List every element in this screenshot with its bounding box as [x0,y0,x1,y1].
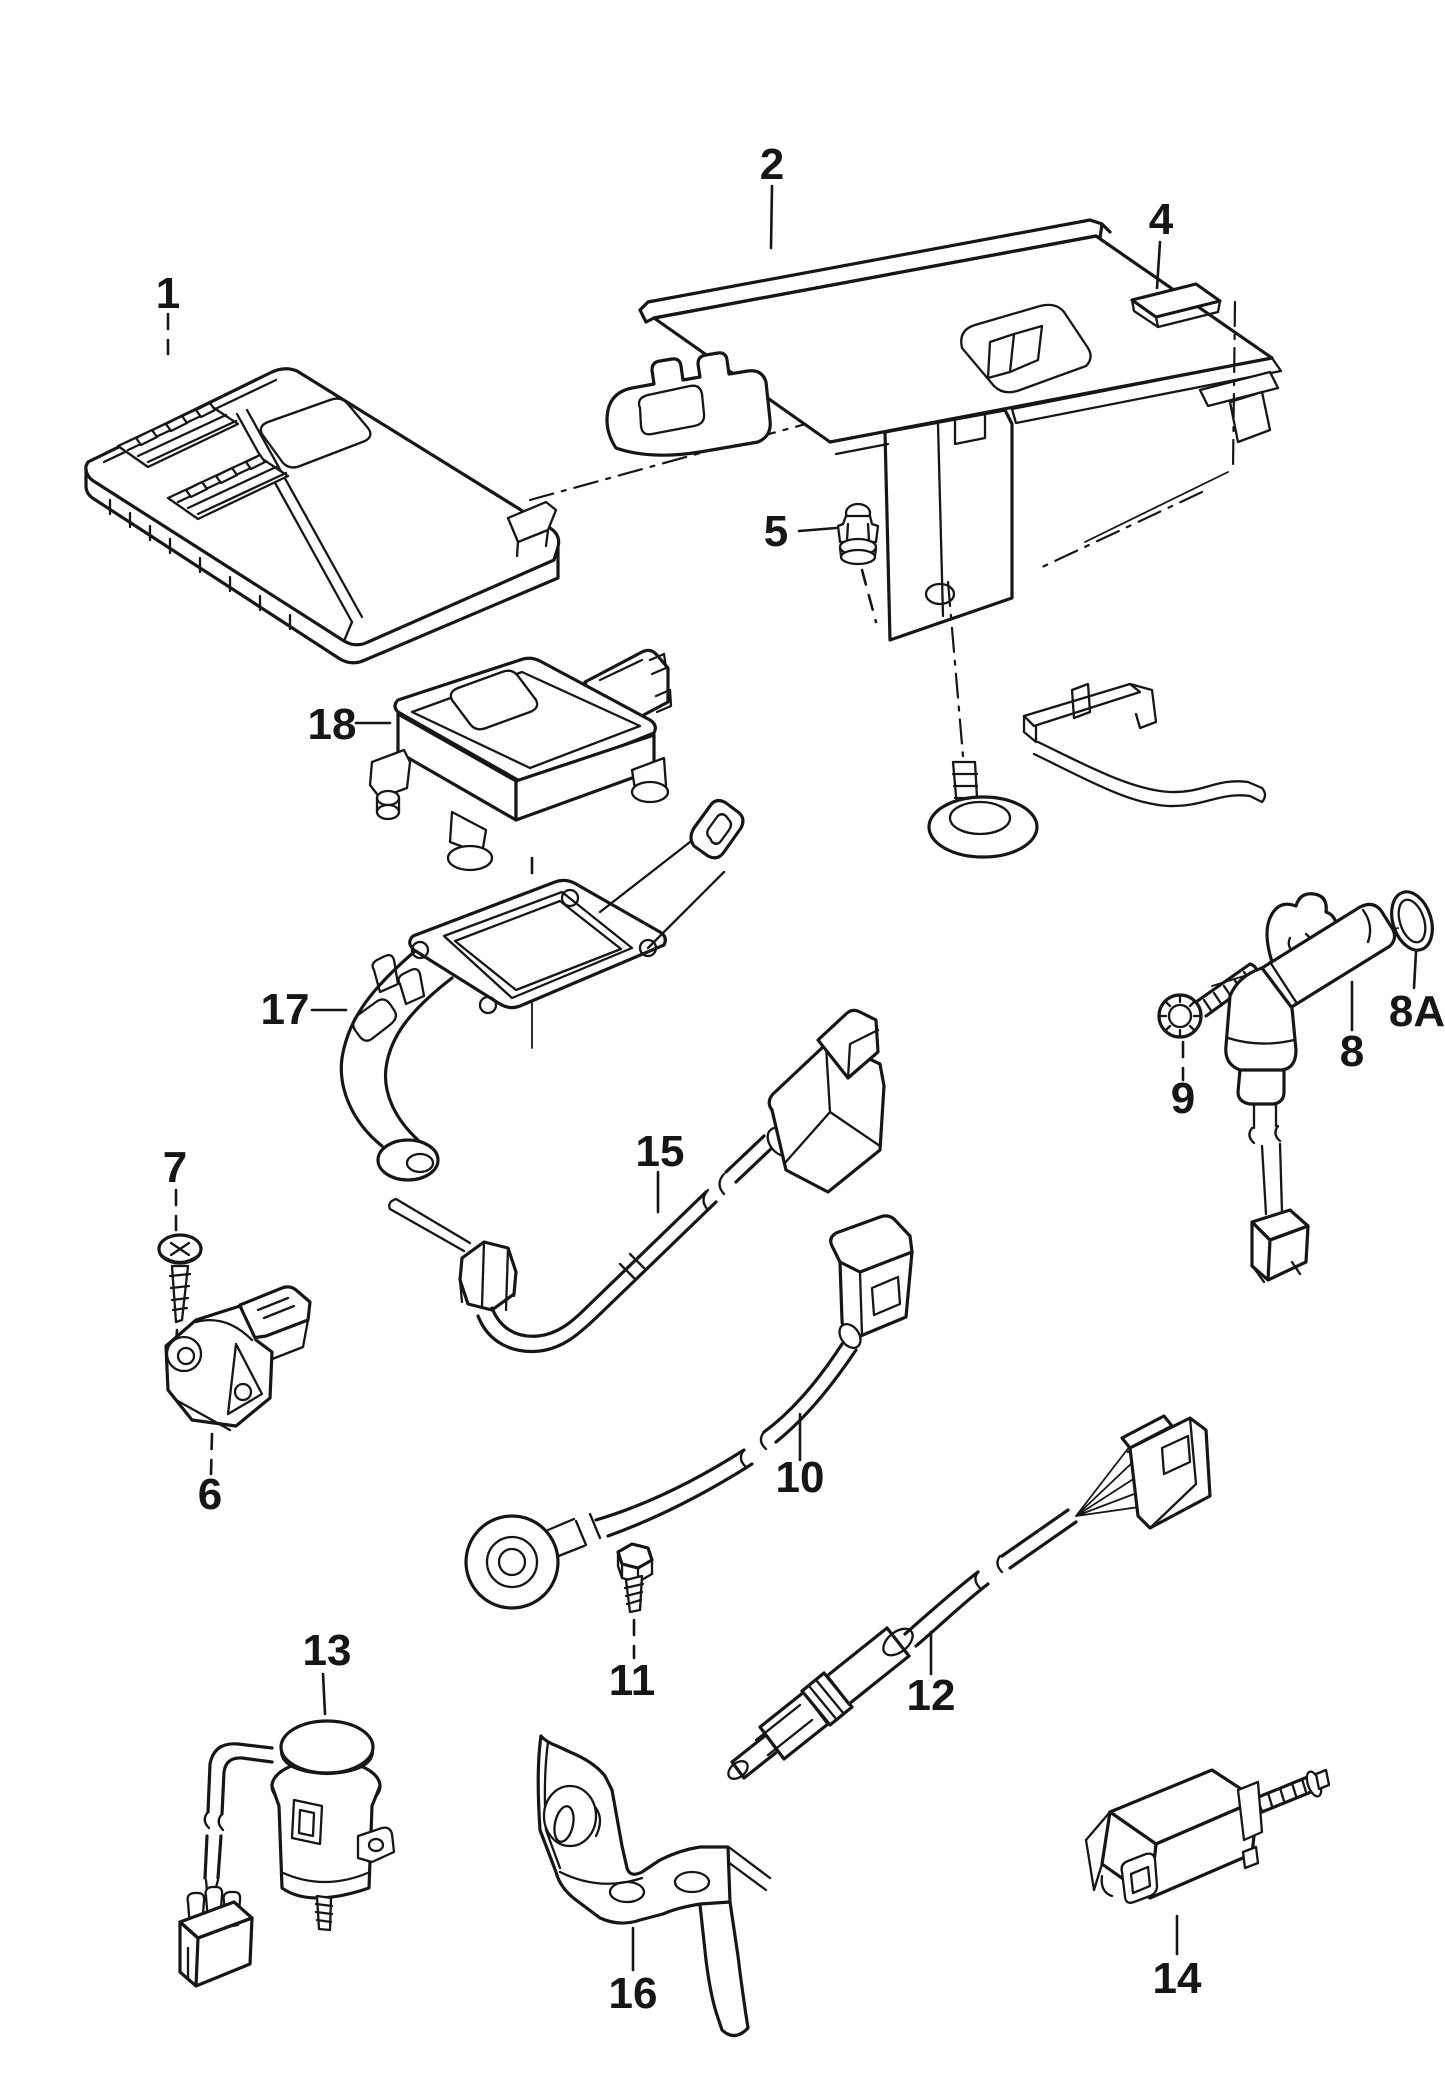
part-11-drawing [616,1542,654,1660]
part-15-drawing [388,1008,886,1354]
callout-8a: 8A [1389,987,1445,1036]
part-17-drawing [339,799,745,1182]
leader-2 [769,184,774,250]
leader-5 [797,526,838,533]
callout-14: 14 [1153,1954,1202,2003]
callout-18: 18 [308,700,357,749]
callout-6: 6 [198,1470,222,1519]
callout-17: 17 [261,985,310,1034]
leader-4 [1155,240,1162,290]
callout-4: 4 [1149,195,1174,244]
callout-15: 15 [636,1127,685,1176]
callout-2: 2 [760,140,784,189]
callout-7: 7 [163,1143,187,1192]
part-10-drawing [464,1214,914,1610]
part-12-drawing [727,1414,1212,1780]
callout-5: 5 [764,507,788,556]
part-2-drawing [605,218,1283,859]
part-8-drawing [1211,892,1399,1284]
leader-13 [321,1672,327,1716]
part-6-drawing [164,1285,312,1476]
callout-1: 1 [156,269,180,318]
callout-10: 10 [776,1453,825,1502]
part-7-drawing [157,1188,203,1348]
callout-9: 9 [1171,1074,1195,1123]
part-4-drawing [1130,282,1222,329]
callout-8: 8 [1340,1027,1364,1076]
part-5-drawing [836,502,880,624]
part-14-drawing [1084,1768,1331,1904]
part-16-drawing [536,1734,772,2038]
part-13-drawing [178,1719,396,1988]
part-1-drawing [84,367,561,665]
callout-13: 13 [303,1626,352,1675]
callout-12: 12 [907,1671,956,1720]
part-8a-o-ring [1390,890,1434,952]
leader-8a [1412,950,1418,990]
callout-11: 11 [609,1656,656,1705]
part-18-drawing [368,648,673,1049]
callout-16: 16 [609,1969,658,2018]
